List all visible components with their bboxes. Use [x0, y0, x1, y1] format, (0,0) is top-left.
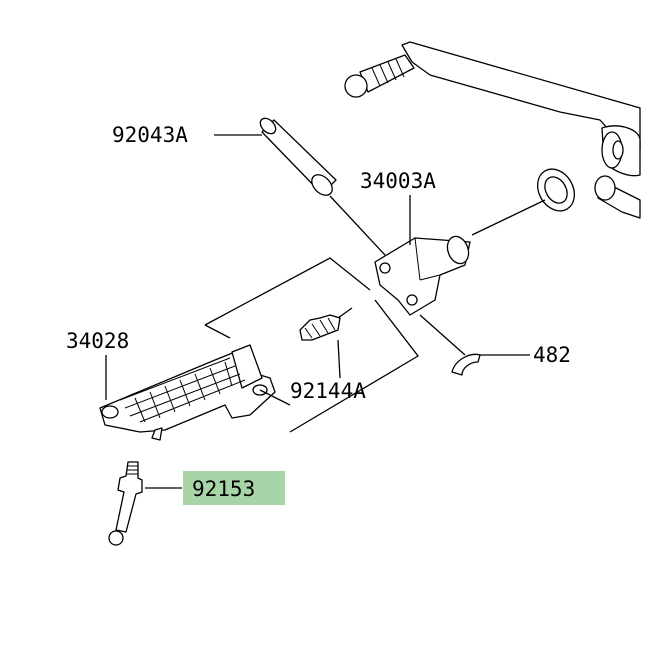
footpeg-34028 — [99, 344, 276, 441]
assembly-frame — [204, 257, 419, 433]
highlight-box — [183, 471, 285, 505]
label-92153: 92153 — [192, 477, 255, 501]
label-34003a: 34003A — [360, 169, 436, 193]
label-92144a: 92144A — [290, 379, 366, 403]
shaft-bolt — [594, 175, 641, 219]
bracket-34003a — [374, 235, 471, 316]
label-34028: 34028 — [66, 329, 129, 353]
collar-92043a — [259, 117, 337, 196]
circlip-482 — [451, 353, 481, 376]
label-92043a: 92043A — [112, 123, 188, 147]
leader-line-spring — [337, 339, 341, 379]
washer — [536, 168, 576, 212]
shift-lever — [344, 41, 641, 177]
pin-92153 — [108, 461, 143, 546]
leader-line-circlip-a — [419, 314, 466, 356]
spring-92144a — [299, 307, 353, 341]
leader-line-92144a — [259, 389, 291, 406]
leader-line-collar — [329, 195, 386, 256]
label-482: 482 — [533, 343, 571, 367]
leader-line-washer — [471, 199, 546, 236]
